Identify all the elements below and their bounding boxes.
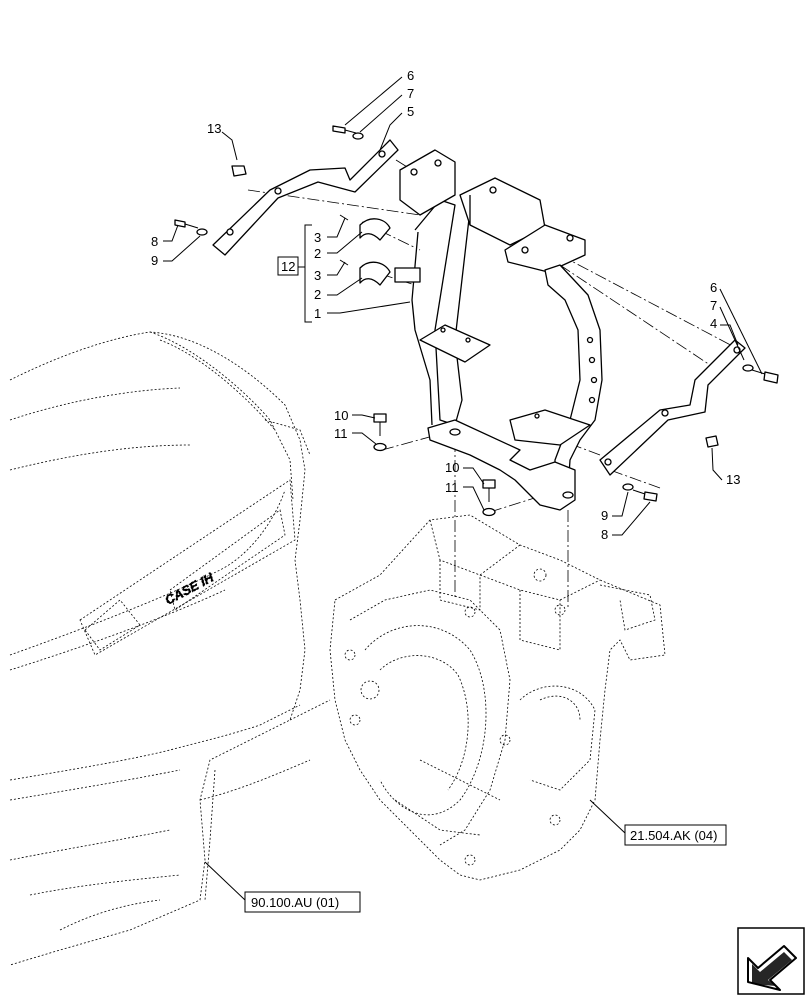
callout-11-right: 11	[445, 480, 459, 495]
hood-assembly: CASE IH	[9, 331, 331, 966]
callout-9-left: 9	[151, 253, 158, 268]
callout-3-lower: 3	[314, 268, 321, 283]
main-support-frame	[399, 149, 603, 511]
callout-10-left: 10	[334, 408, 348, 423]
callout-12-box	[277, 256, 299, 276]
callout-12: 12	[281, 259, 295, 274]
callout-2-upper: 2	[314, 246, 321, 261]
callout-9-right: 9	[601, 508, 608, 523]
callout-5: 5	[407, 104, 414, 119]
callout-13-right: 13	[726, 472, 740, 487]
callout-6-right: 6	[710, 280, 717, 295]
right-strap-bracket	[599, 339, 746, 476]
group-bracket-12	[298, 224, 312, 323]
callout-10-right: 10	[445, 460, 459, 475]
callout-13-top: 13	[207, 121, 221, 136]
reference-hood-label: 90.100.AU (01)	[251, 895, 339, 910]
callout-4: 4	[710, 316, 717, 331]
callout-7-top: 7	[407, 86, 414, 101]
left-strap-bracket	[212, 139, 399, 256]
transmission-housing	[329, 514, 666, 881]
reference-hood[interactable]: 90.100.AU (01)	[244, 891, 361, 913]
clamp-assembly	[339, 214, 421, 286]
callout-3-upper: 3	[314, 230, 321, 245]
callout-8-left: 8	[151, 234, 158, 249]
callout-labels: 13 6 7 5 8 9 3 2 12 3 2 1 6 7 4 10 11 10…	[151, 68, 740, 542]
leader-lines	[163, 76, 763, 901]
reference-transmission[interactable]: 21.504.AK (04)	[624, 824, 727, 846]
previous-page-arrow-icon[interactable]	[737, 927, 805, 995]
hood-logo-text: CASE IH	[162, 569, 216, 607]
callout-1: 1	[314, 306, 321, 321]
callout-6-top: 6	[407, 68, 414, 83]
reference-transmission-label: 21.504.AK (04)	[630, 828, 717, 843]
hardware	[174, 125, 779, 517]
callout-7-right: 7	[710, 298, 717, 313]
callout-8-right: 8	[601, 527, 608, 542]
callout-2-lower: 2	[314, 287, 321, 302]
callout-11-left: 11	[334, 426, 348, 441]
